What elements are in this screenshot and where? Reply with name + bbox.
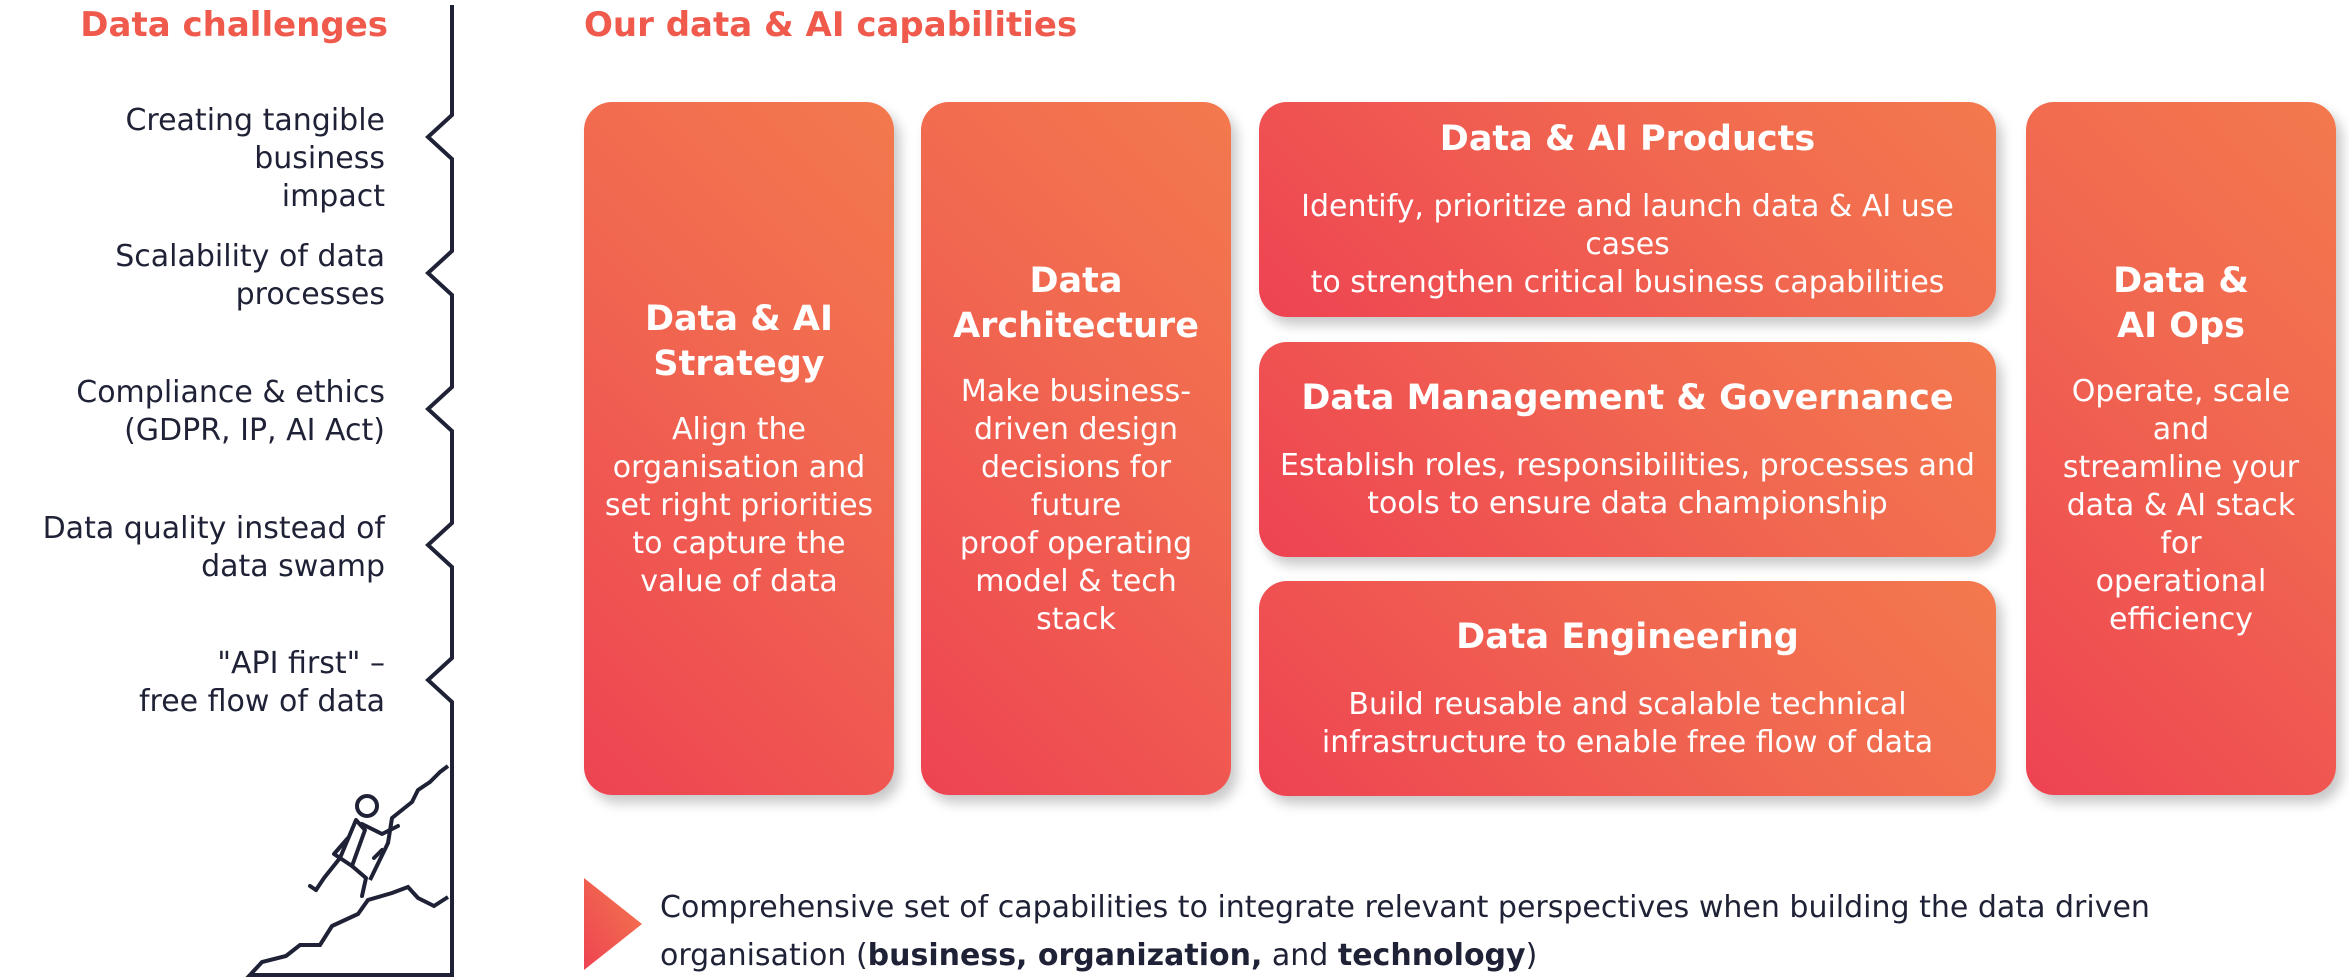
card-title: Data & AI Strategy xyxy=(644,298,834,384)
summary-text-start: Comprehensive set of capabilities to int… xyxy=(660,890,2150,973)
summary-text: Comprehensive set of capabilities to int… xyxy=(660,884,2300,980)
challenges-heading: Data challenges xyxy=(80,5,388,45)
challenge-item: "API first" – free flow of data xyxy=(0,645,385,721)
challenge-item: Scalability of data processes xyxy=(0,238,385,314)
card-products: Data & AI Products Identify, prioritize … xyxy=(1259,102,1996,317)
climber-icon xyxy=(308,794,400,898)
card-engineering: Data Engineering Build reusable and scal… xyxy=(1259,581,1996,796)
challenge-line: Scalability of data xyxy=(115,239,385,274)
summary-bold-1: business, organization, xyxy=(867,938,1263,973)
card-description: Build reusable and scalable technical in… xyxy=(1321,687,1934,760)
card-title: Data & AI Ops xyxy=(2113,260,2249,346)
card-title: Data Management & Governance xyxy=(1301,378,1954,418)
card-description: Make business- driven design decisions f… xyxy=(959,373,1193,637)
capabilities-heading: Our data & AI capabilities xyxy=(584,5,1078,45)
challenge-item: Data quality instead of data swamp xyxy=(0,510,385,586)
card-description: Operate, scale and streamline your data … xyxy=(2062,373,2300,637)
summary-text-mid: and xyxy=(1262,938,1338,973)
challenge-line: "API first" – xyxy=(217,646,385,681)
card-architecture: Data Architecture Make business- driven … xyxy=(921,102,1231,795)
summary-bold-2: technology xyxy=(1337,938,1526,973)
card-description: Align the organisation and set right pri… xyxy=(604,411,874,599)
card-ops: Data & AI Ops Operate, scale and streaml… xyxy=(2026,102,2336,795)
challenge-line: Data quality instead of xyxy=(42,511,385,546)
card-title: Data Engineering xyxy=(1456,617,1799,657)
card-management: Data Management & Governance Establish r… xyxy=(1259,342,1996,557)
card-description: Establish roles, responsibilities, proce… xyxy=(1280,448,1975,521)
summary-text-end: ) xyxy=(1525,938,1538,973)
challenge-line: data swamp xyxy=(201,549,385,584)
challenge-line: Creating tangible business xyxy=(125,103,385,176)
challenge-line: (GDPR, IP, AI Act) xyxy=(124,413,385,448)
triangle-arrow-icon xyxy=(584,878,642,970)
card-strategy: Data & AI Strategy Align the organisatio… xyxy=(584,102,894,795)
challenge-line: Compliance & ethics xyxy=(76,375,385,410)
challenge-item: Compliance & ethics (GDPR, IP, AI Act) xyxy=(0,374,385,450)
challenge-line: free flow of data xyxy=(138,684,385,719)
challenge-line: impact xyxy=(281,179,385,214)
card-description: Identify, prioritize and launch data & A… xyxy=(1301,189,1954,300)
challenge-line: processes xyxy=(235,277,385,312)
card-title: Data & AI Products xyxy=(1439,119,1816,159)
challenge-item: Creating tangible business impact xyxy=(0,102,385,216)
card-title: Data Architecture xyxy=(953,260,1199,346)
rock-face xyxy=(368,764,450,881)
mountain-illustration xyxy=(245,5,454,977)
cliff-outline xyxy=(245,5,454,977)
